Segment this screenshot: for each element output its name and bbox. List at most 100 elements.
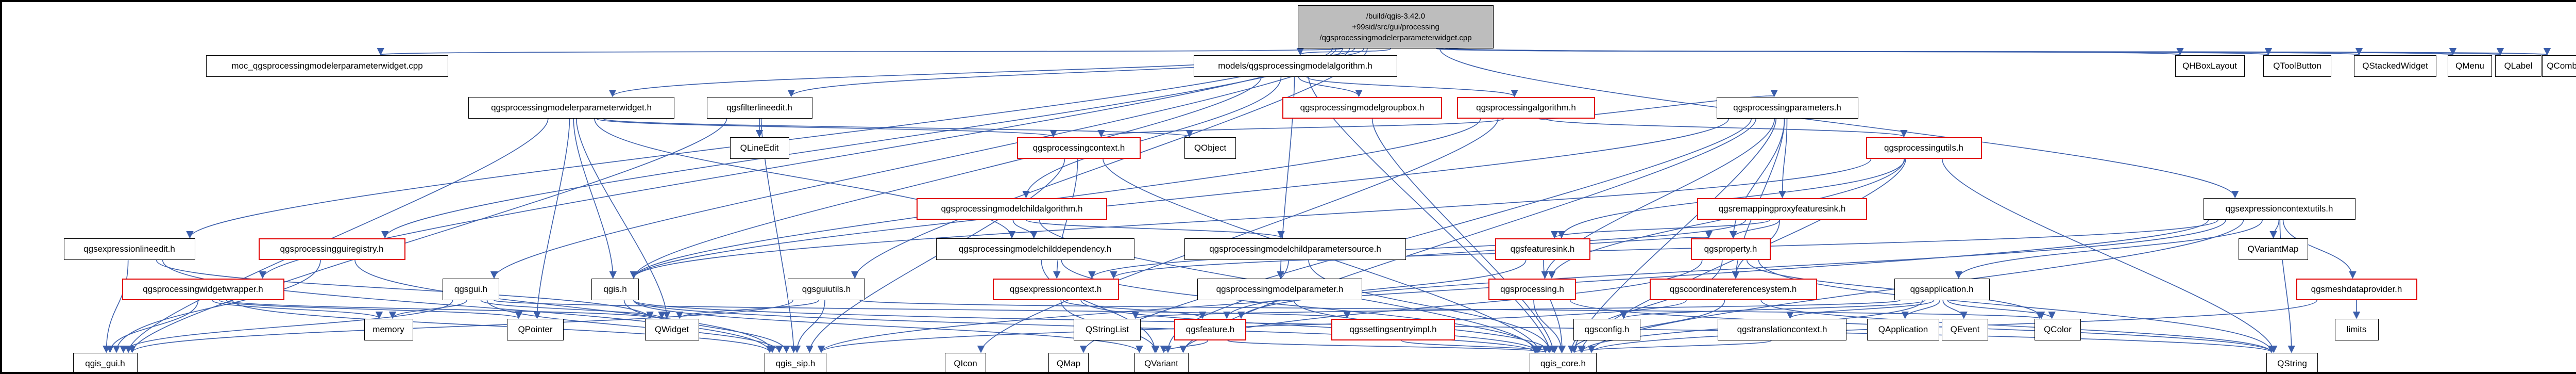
graph-node-context[interactable]: qgsprocessingcontext.h [1017, 137, 1141, 159]
edge-remap-fsink [1551, 219, 1771, 239]
graph-node-modelalg[interactable]: models/qgsprocessingmodelalgorithm.h [1193, 55, 1397, 77]
graph-node-alg[interactable]: qgsprocessingalgorithm.h [1457, 97, 1595, 119]
edge-ecu-qstring [2279, 219, 2295, 353]
edge-processing-qgiscore [1533, 300, 1566, 353]
graph-node-qstring[interactable]: QString [2266, 353, 2318, 372]
graph-node-childsrc[interactable]: qgsprocessingmodelchildparametersource.h [1184, 238, 1406, 260]
edge-exprle-qgissip [162, 259, 774, 353]
graph-node-processing[interactable]: qgsprocessing.h [1488, 279, 1576, 300]
graph-node-settingsimpl[interactable]: qgssettingsentryimpl.h [1331, 319, 1455, 340]
graph-node-qwidget[interactable]: QWidget [645, 319, 699, 340]
graph-node-qcolor[interactable]: QColor [2035, 319, 2081, 340]
edge-qgsgui-qgissip [486, 300, 783, 353]
graph-node-params[interactable]: qgsprocessingparameters.h [1716, 97, 1858, 119]
graph-node-childdep[interactable]: qgsprocessingmodelchilddependency.h [936, 238, 1134, 260]
edge-modelalg-childalg [1022, 76, 1282, 199]
graph-node-moc[interactable]: moc_qgsprocessingmodelerparameterwidget.… [206, 55, 448, 77]
graph-node-qmenu[interactable]: QMenu [2448, 55, 2492, 77]
edge-modelalg-alg [1306, 76, 1518, 97]
graph-node-fsink[interactable]: qgsfeaturesink.h [1495, 238, 1590, 260]
graph-node-qgissip[interactable]: qgis_sip.h [765, 353, 826, 372]
graph-node-qgisgui[interactable]: qgis_gui.h [73, 353, 138, 372]
edge-guiutils-qgissip [793, 300, 825, 353]
edge-mpwh-qpointer [533, 118, 570, 319]
graph-node-qicon[interactable]: QIcon [945, 353, 986, 372]
edge-transctx-qgiscore [1570, 340, 1772, 353]
graph-node-limits[interactable]: limits [2334, 319, 2379, 340]
edge-fsink-qgsfeature [1223, 259, 1527, 319]
edge-modelalg-groupbox [1298, 76, 1363, 97]
graph-node-groupbox[interactable]: qgsprocessingmodelgroupbox.h [1282, 97, 1442, 119]
graph-node-cpp-line: /qgsprocessingmodelerparameterwidget.cpp [1319, 33, 1472, 42]
edge-utils-qgish [630, 158, 1872, 279]
graph-node-qstringlist[interactable]: QStringList [1074, 319, 1141, 340]
graph-node-app[interactable]: qgsapplication.h [1894, 279, 1990, 300]
graph-node-utils[interactable]: qgsprocessingutils.h [1866, 137, 1982, 159]
edge-app-transctx [1786, 300, 1935, 319]
graph-node-cpp-line: +99sid/src/gui/processing [1352, 22, 1439, 31]
graph-node-qstackedwidget[interactable]: QStackedWidget [2354, 55, 2436, 77]
edge-remap-exprctx [1088, 219, 1747, 279]
graph-node-guiutils[interactable]: qgsguiutils.h [788, 279, 865, 300]
graph-node-memory[interactable]: memory [364, 319, 413, 340]
graph-node-qlabel[interactable]: QLabel [2495, 55, 2541, 77]
edge-mpwh-context [596, 118, 1057, 138]
edge-crs-qstring [1760, 300, 2275, 353]
edge-exprctx-qgsfeature [1063, 300, 1206, 319]
edge-app-qstringlist [1132, 300, 1901, 319]
graph-node-filterle[interactable]: qgsfilterlineedit.h [706, 97, 812, 119]
edge-cpp-moc [378, 47, 1343, 56]
edge-ecu-mesh [2282, 219, 2357, 279]
graph-node-qobject[interactable]: QObject [1184, 137, 1236, 159]
edge-childalg-childsrc [1025, 219, 1285, 239]
edge-wrapper-qgissip [232, 300, 773, 353]
edge-childsrc-qvariant [1164, 259, 1289, 353]
graph-node-qcombobox[interactable]: QComboBox [2542, 55, 2576, 77]
edge-settingsimpl-qgiscore [1401, 340, 1558, 353]
graph-node-mpwh[interactable]: qgsprocessingmodelerparameterwidget.h [468, 97, 674, 119]
graph-node-qvariantmap[interactable]: QVariantMap [2238, 238, 2308, 260]
graph-node-ecu[interactable]: qgsexpressioncontextutils.h [2203, 198, 2355, 220]
graph-node-mesh[interactable]: qgsmeshdataprovider.h [2296, 279, 2417, 300]
graph-node-qhboxlayout[interactable]: QHBoxLayout [2175, 55, 2245, 77]
graph-node-qgish[interactable]: qgis.h [591, 279, 639, 300]
graph-node-guireg[interactable]: qgsprocessingguiregistry.h [258, 238, 405, 260]
graph-node-qmap[interactable]: QMap [1048, 353, 1089, 372]
edge-guireg-qgissip [354, 259, 776, 353]
graph-node-transctx[interactable]: qgstranslationcontext.h [1718, 319, 1846, 340]
edge-qgish-qgissip [623, 300, 790, 353]
edge-qgsfeature-qgiscore [1227, 340, 1549, 353]
graph-node-qvariant[interactable]: QVariant [1134, 353, 1189, 372]
graph-node-qgiscore[interactable]: qgis_core.h [1530, 353, 1597, 372]
graph-node-property[interactable]: qgsproperty.h [1690, 238, 1771, 260]
edge-wrapper-qgisgui [106, 300, 199, 353]
edge-app-qcolor [1947, 300, 2056, 319]
graph-node-qgsfeature[interactable]: qgsfeature.h [1174, 319, 1246, 340]
edge-cpp-qcombobox [1454, 47, 2550, 56]
graph-node-qevent[interactable]: QEvent [1942, 319, 1988, 340]
edge-ecu-qvariantmap [2269, 219, 2280, 239]
edge-filterle-qgisgui [128, 118, 727, 353]
graph-node-remap[interactable]: qgsremappingproxyfeaturesink.h [1697, 198, 1867, 220]
graph-node-qapplication[interactable]: QApplication [1867, 319, 1939, 340]
graph-node-qpointer[interactable]: QPointer [507, 319, 564, 340]
graph-node-qtoolbutton[interactable]: QToolButton [2263, 55, 2331, 77]
graph-node-qgsconfig[interactable]: qgsconfig.h [1573, 319, 1640, 340]
graph-node-qgsgui[interactable]: qgsgui.h [443, 279, 499, 300]
graph-node-qlineedit[interactable]: QLineEdit [730, 137, 789, 159]
edge-remap-property [1729, 219, 1780, 239]
edge-qgsgui-settingsimpl [494, 300, 1350, 319]
graph-node-modelparam[interactable]: qgsprocessingmodelparameter.h [1197, 279, 1362, 300]
edge-exprle-qwidget [156, 259, 654, 319]
graph-node-childalg[interactable]: qgsprocessingmodelchildalgorithm.h [917, 198, 1107, 220]
edge-utils-qstring [1941, 158, 2278, 353]
graph-node-crs[interactable]: qgscoordinatereferencesystem.h [1649, 279, 1817, 300]
edge-mpwh-qgish [573, 118, 617, 279]
graph-node-wrapper[interactable]: qgsprocessingwidgetwrapper.h [122, 279, 284, 300]
graph-node-exprctx[interactable]: qgsexpressioncontext.h [992, 279, 1119, 300]
graph-node-exprle[interactable]: qgsexpressionlineedit.h [63, 238, 195, 260]
edge-qgsgui-qgisgui [120, 300, 453, 353]
edge-qgsgui-qwidget [480, 300, 666, 319]
